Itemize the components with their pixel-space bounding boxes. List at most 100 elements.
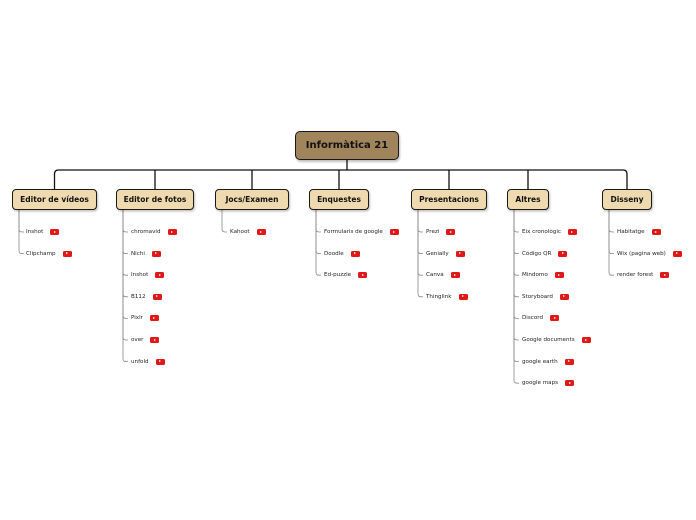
category-label: Disseny: [610, 195, 644, 204]
leaf-label: unfold: [131, 358, 149, 365]
category-node[interactable]: Presentacions: [411, 189, 487, 210]
leaf-label: render forest: [617, 272, 654, 279]
youtube-play-icon[interactable]: [167, 229, 177, 235]
leaf-item[interactable]: Inshot: [26, 226, 60, 238]
youtube-play-icon[interactable]: [450, 272, 460, 279]
leaf-item[interactable]: over: [131, 334, 160, 346]
leaf-connector-line: [122, 210, 128, 319]
youtube-play-icon[interactable]: [581, 337, 591, 343]
leaf-item[interactable]: Wix (pagina web): [617, 248, 682, 260]
youtube-play-icon[interactable]: [550, 315, 560, 322]
youtube-play-icon[interactable]: [660, 272, 670, 279]
leaf-item[interactable]: chromavid: [131, 226, 177, 238]
leaf-connector-line: [608, 210, 614, 233]
youtube-play-icon[interactable]: [350, 250, 360, 257]
leaf-item[interactable]: Nichi: [131, 248, 161, 260]
leaf-item[interactable]: Mindomo: [522, 269, 564, 281]
leaf-item[interactable]: unfold: [131, 356, 165, 368]
category-bus-line: [53, 169, 628, 189]
category-label: Jocs/Examen: [225, 195, 279, 204]
leaf-item[interactable]: google earth: [522, 356, 574, 368]
leaf-item[interactable]: Kahoot: [230, 226, 266, 238]
leaf-label: Thinglink: [426, 293, 452, 300]
leaf-item[interactable]: Storyboard: [522, 291, 569, 303]
leaf-item[interactable]: Formularis de google: [324, 226, 399, 238]
youtube-play-icon[interactable]: [672, 250, 682, 257]
youtube-play-icon[interactable]: [50, 229, 60, 235]
youtube-play-icon[interactable]: [559, 293, 569, 300]
leaf-label: Prezi: [426, 229, 440, 235]
category-node[interactable]: Disseny: [602, 189, 652, 210]
leaf-item[interactable]: Eix cronològic: [522, 226, 577, 238]
leaf-label: Mindomo: [522, 272, 548, 279]
leaf-item[interactable]: Inshot: [131, 269, 165, 281]
youtube-play-icon[interactable]: [455, 250, 465, 257]
leaf-item[interactable]: Código QR: [522, 248, 568, 260]
category-node[interactable]: Editor de fotos: [116, 189, 194, 210]
leaf-connector-line: [221, 210, 227, 233]
leaf-item[interactable]: Prezi: [426, 226, 456, 238]
leaf-item[interactable]: Habitatge: [617, 226, 661, 238]
leaf-connector-line: [417, 210, 423, 298]
leaf-label: Google documents: [522, 337, 575, 343]
leaf-item[interactable]: B112: [131, 291, 162, 303]
youtube-play-icon[interactable]: [554, 272, 564, 279]
youtube-play-icon[interactable]: [446, 229, 456, 235]
leaf-label: Habitatge: [617, 229, 645, 235]
category-node[interactable]: Jocs/Examen: [215, 189, 289, 210]
youtube-play-icon[interactable]: [152, 293, 162, 300]
category-label: Editor de vídeos: [20, 195, 89, 204]
leaf-connector-line: [417, 210, 423, 233]
youtube-play-icon[interactable]: [389, 229, 399, 235]
youtube-play-icon[interactable]: [151, 250, 161, 257]
category-node[interactable]: Enquestes: [309, 189, 369, 210]
leaf-connector-line: [122, 210, 128, 276]
youtube-play-icon[interactable]: [358, 272, 368, 279]
youtube-play-icon[interactable]: [149, 315, 159, 322]
leaf-item[interactable]: render forest: [617, 269, 670, 281]
youtube-play-icon[interactable]: [155, 358, 165, 365]
category-node[interactable]: Altres: [507, 189, 549, 210]
leaf-label: Discord: [522, 315, 544, 322]
youtube-play-icon[interactable]: [150, 337, 160, 343]
leaf-label: Doodle: [324, 250, 344, 257]
leaf-label: chromavid: [131, 229, 161, 235]
category-label: Editor de fotos: [123, 195, 187, 204]
leaf-item[interactable]: Canva: [426, 269, 460, 281]
category-label: Altres: [515, 195, 541, 204]
youtube-play-icon[interactable]: [62, 250, 72, 257]
youtube-play-icon[interactable]: [558, 250, 568, 257]
leaf-item[interactable]: Thinglink: [426, 291, 468, 303]
leaf-label: Kahoot: [230, 229, 250, 235]
leaf-item[interactable]: Clipchamp: [26, 248, 72, 260]
leaf-connector-line: [417, 210, 423, 276]
leaf-connector-line: [513, 210, 519, 384]
leaf-connector-line: [18, 210, 24, 254]
root-node[interactable]: Informàtica 21: [295, 131, 399, 160]
leaf-item[interactable]: Genially: [426, 248, 465, 260]
leaf-item[interactable]: Doodle: [324, 248, 360, 260]
leaf-item[interactable]: google maps: [522, 377, 575, 389]
leaf-label: Inshot: [131, 272, 149, 279]
youtube-play-icon[interactable]: [155, 272, 165, 279]
leaf-label: Código QR: [522, 250, 552, 257]
leaf-label: google maps: [522, 380, 559, 387]
leaf-item[interactable]: Google documents: [522, 334, 591, 346]
leaf-item[interactable]: Ed-puzzle: [324, 269, 368, 281]
youtube-play-icon[interactable]: [564, 358, 574, 365]
youtube-play-icon[interactable]: [565, 380, 575, 387]
youtube-play-icon[interactable]: [458, 293, 468, 300]
category-node[interactable]: Editor de vídeos: [12, 189, 97, 210]
leaf-item[interactable]: Discord: [522, 312, 560, 324]
youtube-play-icon[interactable]: [567, 229, 577, 235]
leaf-label: Nichi: [131, 250, 145, 257]
leaf-item[interactable]: Pixlr: [131, 312, 159, 324]
youtube-play-icon[interactable]: [651, 229, 661, 235]
leaf-connector-line: [608, 210, 614, 276]
leaf-label: Inshot: [26, 229, 44, 235]
youtube-play-icon[interactable]: [256, 229, 266, 235]
leaf-connector-line: [315, 210, 321, 276]
leaf-label: Ed-puzzle: [324, 272, 352, 279]
category-label: Presentacions: [419, 195, 479, 204]
category-label: Enquestes: [317, 195, 361, 204]
